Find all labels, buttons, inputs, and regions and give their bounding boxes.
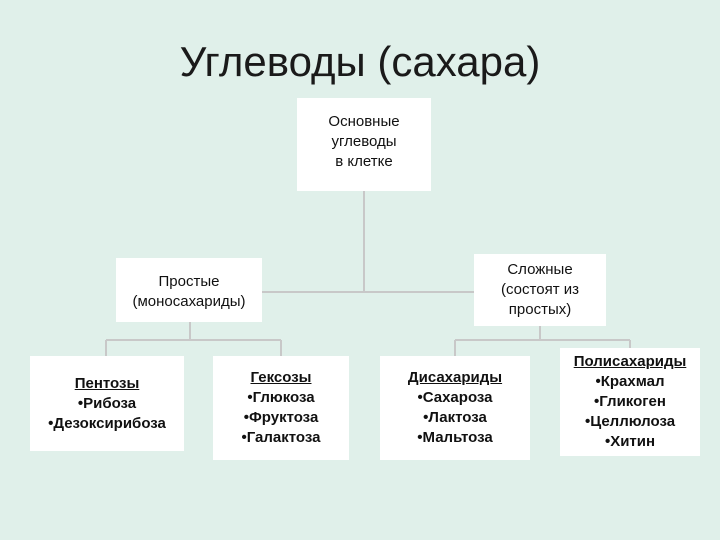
- node-line: (моносахариды): [132, 293, 246, 310]
- node-complex: Сложные (состоят из простых): [474, 254, 606, 326]
- node-line: Сложные: [507, 261, 573, 278]
- node-polysaccharides: Полисахариды •Крахмал •Гликоген •Целлюло…: [560, 348, 700, 456]
- list-item: •Гликоген: [594, 393, 666, 410]
- list-item: •Крахмал: [595, 373, 665, 390]
- list-item: •Рибоза: [77, 395, 137, 412]
- node-hexoses: Гексозы •Глюкоза •Фруктоза •Галактоза: [213, 356, 349, 460]
- node-heading: Гексозы: [250, 369, 312, 386]
- node-line: простых): [508, 301, 572, 318]
- node-main-carbohydrates: Основные углеводы в клетке: [297, 98, 431, 191]
- list-item: •Мальтоза: [417, 429, 493, 446]
- node-heading: Дисахариды: [407, 369, 503, 386]
- slide-title: Углеводы (сахара): [179, 38, 541, 85]
- list-item: •Лактоза: [423, 409, 487, 426]
- node-heading: Пентозы: [74, 375, 140, 392]
- node-simple: Простые (моносахариды): [116, 258, 262, 322]
- node-disaccharides: Дисахариды •Сахароза •Лактоза •Мальтоза: [380, 356, 530, 460]
- node-pentoses: Пентозы •Рибоза •Дезоксирибоза: [30, 356, 184, 451]
- node-heading: Полисахариды: [573, 353, 687, 370]
- node-line: (состоят из: [501, 281, 579, 298]
- list-item: •Галактоза: [241, 429, 321, 446]
- list-item: •Сахароза: [417, 389, 493, 406]
- list-item: •Дезоксирибоза: [48, 415, 166, 432]
- list-item: •Целлюлоза: [584, 413, 676, 430]
- node-line: в клетке: [335, 153, 393, 170]
- node-line: углеводы: [331, 133, 397, 150]
- node-line: Основные: [328, 113, 400, 130]
- list-item: •Фруктоза: [243, 409, 319, 426]
- list-item: •Глюкоза: [247, 389, 315, 406]
- node-line: Простые: [158, 273, 220, 290]
- list-item: •Хитин: [604, 433, 656, 450]
